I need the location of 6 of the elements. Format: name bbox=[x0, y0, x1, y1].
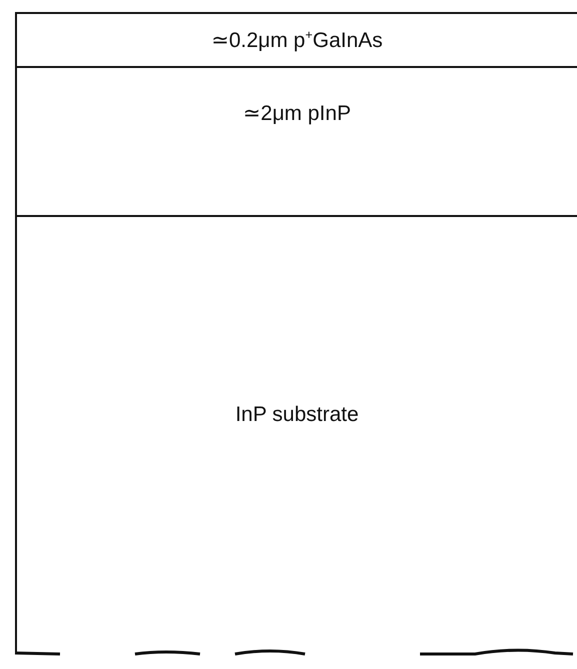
layer-label: ≃2μm pInP bbox=[243, 101, 351, 126]
layer-box bbox=[15, 12, 577, 66]
layer-label: ≃0.2μm p$^{+}$GaInAs bbox=[211, 28, 383, 52]
layer-box bbox=[15, 215, 577, 653]
layer-label: InP substrate bbox=[235, 403, 359, 427]
layer-box bbox=[15, 66, 577, 215]
